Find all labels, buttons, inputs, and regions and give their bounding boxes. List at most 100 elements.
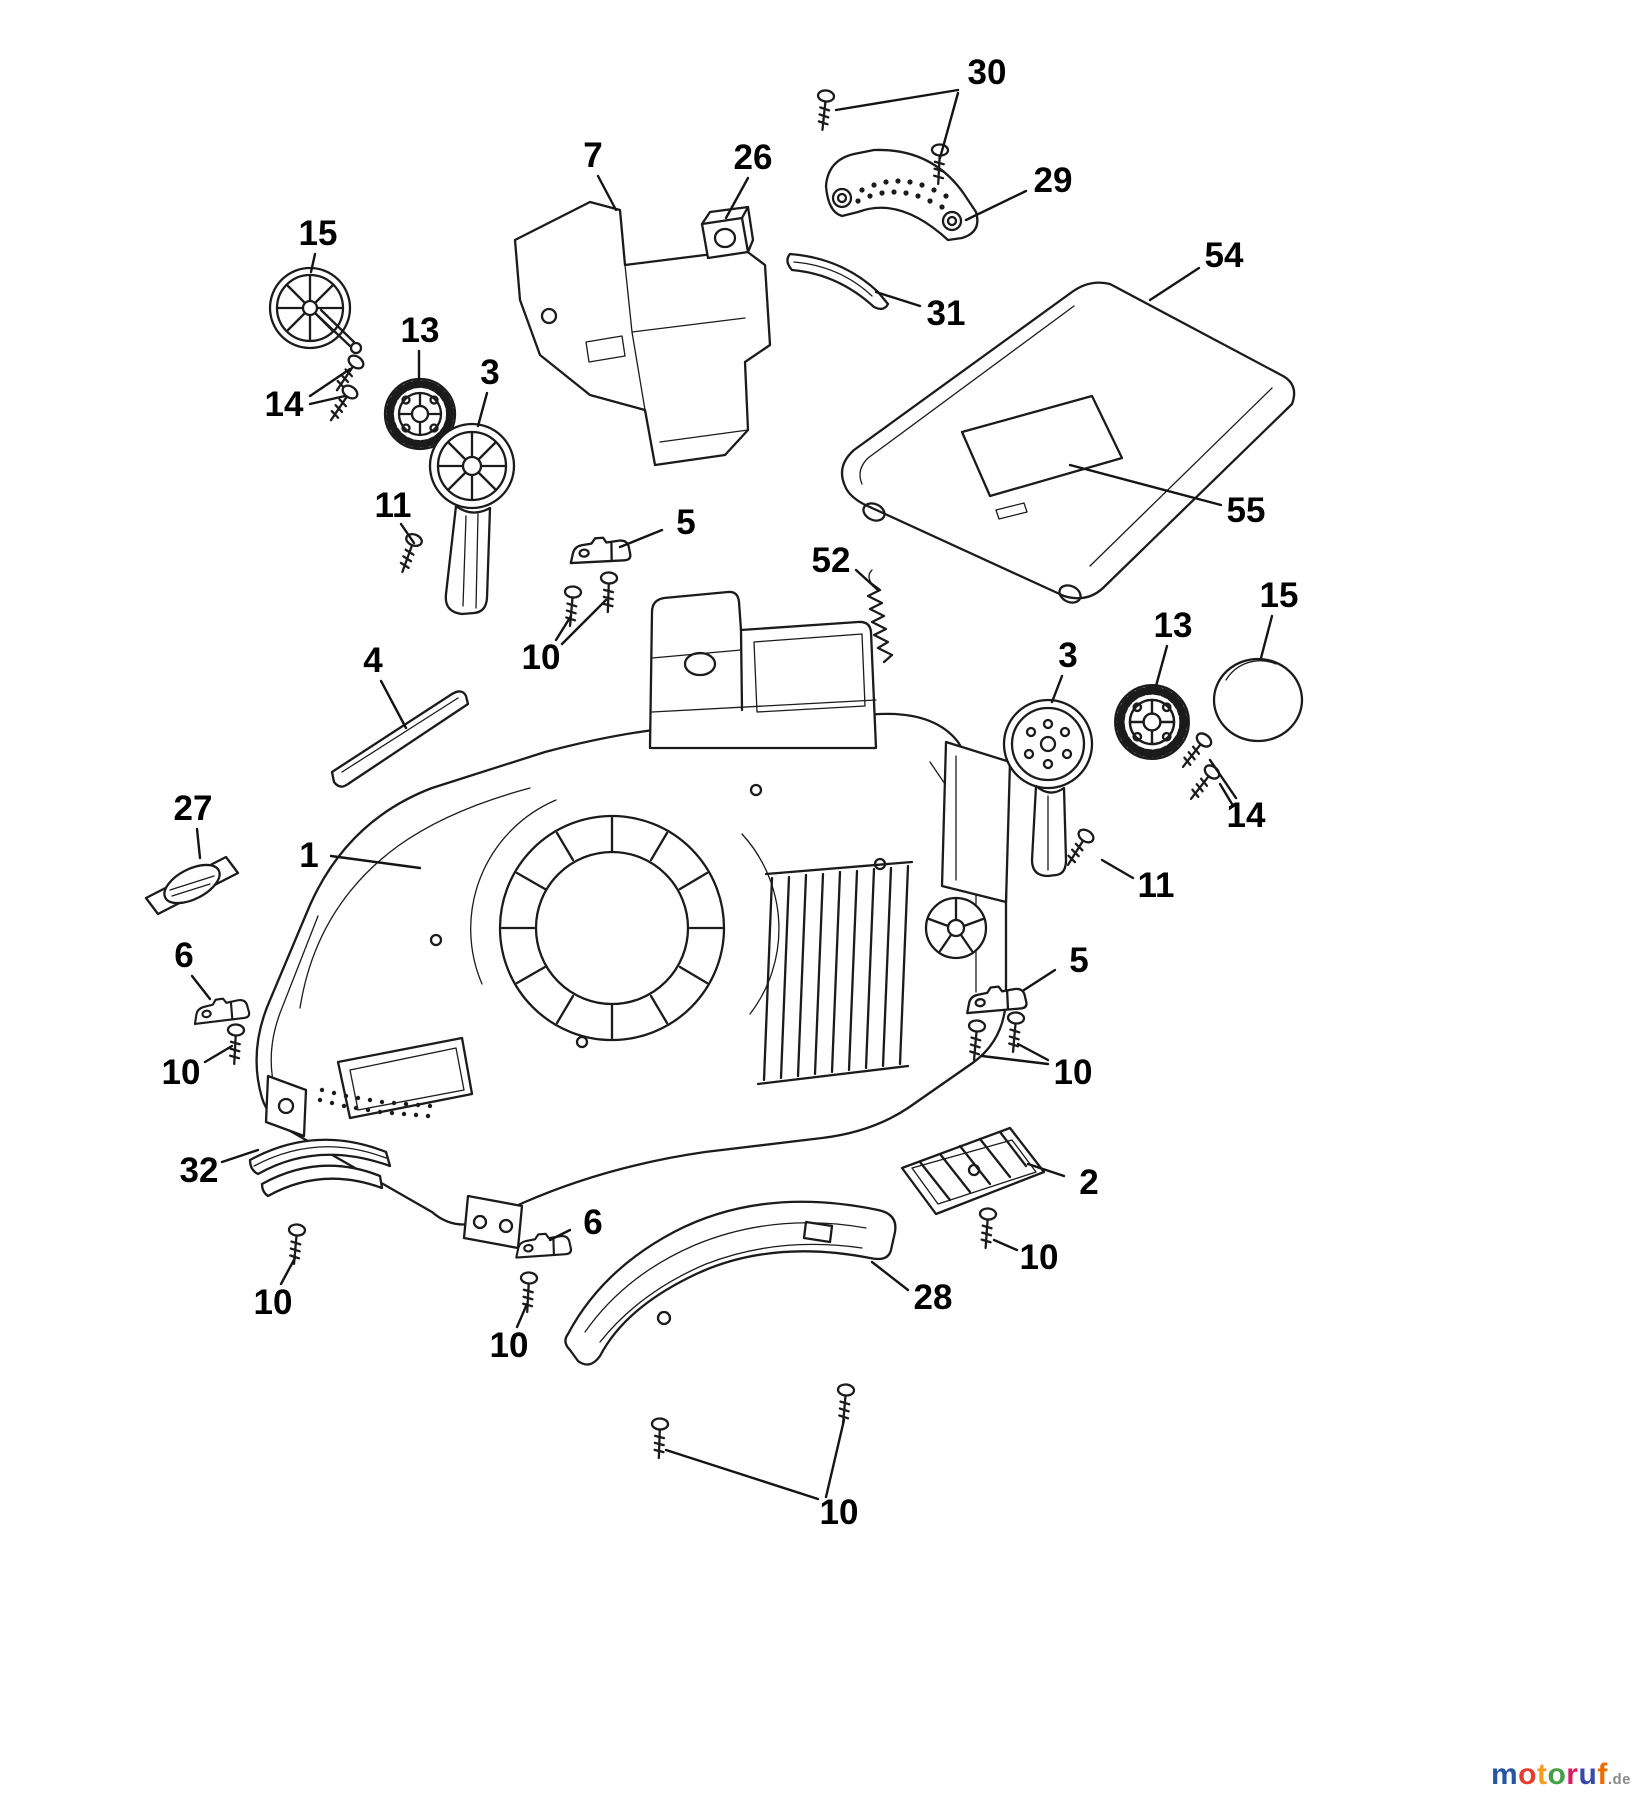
- part-31-strip-drawing: [786, 252, 890, 311]
- leader-line-10-bottom: [664, 1448, 820, 1501]
- part-27-badge-drawing: [144, 855, 240, 916]
- leader-line-31: [874, 290, 922, 308]
- part-callout-55: 55: [1226, 491, 1266, 530]
- leader-line-10-top: [554, 614, 573, 642]
- leader-line-14-right: [1208, 758, 1238, 800]
- leader-line-10-top: [560, 598, 608, 646]
- leader-line-55: [1068, 463, 1223, 507]
- part-7-cover-drawing: [513, 200, 772, 467]
- part-callout-26: 26: [733, 138, 773, 177]
- part-callout-31: 31: [926, 294, 966, 333]
- leader-line-26: [724, 176, 750, 220]
- part-callout-13-left: 13: [400, 311, 440, 350]
- leader-line-6-left: [190, 974, 212, 1001]
- part-callout-10-mid-left: 10: [161, 1053, 201, 1092]
- part-callout-5-top: 5: [676, 503, 696, 542]
- part-3-carrier-right-drawing: [1002, 698, 1094, 878]
- leader-line-4: [379, 679, 408, 730]
- part-callout-13-right: 13: [1153, 606, 1193, 645]
- part-callout-6-left: 6: [174, 936, 194, 975]
- part-11-screw-left-drawing: [393, 530, 425, 576]
- part-callout-11-right: 11: [1137, 866, 1175, 905]
- part-10-screw-bottom-b-drawing: [833, 1382, 856, 1426]
- part-32-grille-drawing: [248, 1138, 392, 1198]
- part-callout-14-left: 14: [264, 385, 304, 424]
- part-4-strip-drawing: [330, 690, 470, 788]
- leader-line-7: [596, 174, 618, 212]
- part-29-handle-drawing: [824, 148, 979, 242]
- part-callout-10-mid-right: 10: [1053, 1053, 1093, 1092]
- leader-line-10-mid-right: [1016, 1042, 1050, 1062]
- part-30-screw-a-drawing: [813, 88, 836, 132]
- leader-line-2: [1026, 1162, 1066, 1178]
- leader-line-3-right: [1050, 674, 1064, 704]
- leader-line-30: [834, 88, 960, 112]
- leader-line-10-bottom: [824, 1418, 846, 1499]
- part-callout-1: 1: [299, 836, 319, 875]
- leader-line-13-right: [1154, 644, 1169, 688]
- leader-line-14-left: [308, 394, 347, 406]
- part-callout-10-top: 10: [521, 638, 561, 677]
- part-callout-15-right: 15: [1259, 576, 1299, 615]
- leader-line-10-bottom-left: [279, 1256, 297, 1286]
- part-26-block-drawing: [700, 205, 755, 260]
- leader-line-6-bottom: [548, 1228, 572, 1242]
- part-10-screw-mid-left-drawing: [225, 1022, 246, 1066]
- part-callout-5-right: 5: [1069, 941, 1089, 980]
- part-3-carrier-left-drawing: [428, 422, 516, 616]
- part-callout-30: 30: [967, 53, 1007, 92]
- leader-line-14-left: [308, 367, 352, 398]
- leader-line-27: [195, 827, 202, 860]
- leader-line-10-mid-right: [980, 1054, 1050, 1066]
- leader-line-29: [964, 189, 1028, 222]
- watermark-letter: r: [1566, 1758, 1579, 1791]
- leader-line-32: [220, 1148, 260, 1164]
- part-callout-2: 2: [1079, 1163, 1099, 1202]
- part-callout-14-right: 14: [1226, 796, 1266, 835]
- watermark-letter: m: [1490, 1758, 1519, 1791]
- watermark-letter: o: [1518, 1758, 1537, 1791]
- watermark-letter: o: [1547, 1758, 1567, 1791]
- leader-line-10-mid-left: [203, 1044, 234, 1064]
- part-callout-29: 29: [1033, 161, 1073, 200]
- leader-line-15-left: [309, 252, 317, 274]
- leader-line-14-right: [1218, 782, 1234, 806]
- part-5-clip-top-drawing: [568, 534, 632, 566]
- leader-line-1: [329, 854, 422, 870]
- part-28-bumper-drawing: [564, 1200, 897, 1366]
- mower-deck-housing-drawing: [255, 590, 1012, 1250]
- part-6-clip-bottom-drawing: [513, 1230, 573, 1260]
- leader-line-10-right-lower: [992, 1238, 1019, 1252]
- watermark-word: motoruf: [1491, 1758, 1608, 1791]
- leader-line-11-left: [399, 522, 416, 545]
- part-callout-15-left: 15: [298, 214, 338, 253]
- part-callout-6-bottom: 6: [583, 1203, 603, 1242]
- part-callout-11-left: 11: [374, 486, 412, 525]
- leader-line-3-left: [476, 391, 489, 428]
- part-callout-10-bottom: 10: [819, 1493, 859, 1532]
- leader-line-28: [870, 1260, 910, 1292]
- part-callout-7: 7: [583, 136, 603, 175]
- part-14-screw-left-b-drawing: [323, 381, 361, 426]
- part-callout-3-left: 3: [480, 353, 500, 392]
- part-15-wheel-left-drawing: [268, 266, 363, 355]
- leader-line-10-bottom-mid: [515, 1302, 529, 1329]
- part-10-screw-top-b-drawing: [598, 571, 619, 614]
- watermark-letter: t: [1536, 1758, 1548, 1791]
- part-callout-54: 54: [1204, 236, 1244, 275]
- watermark-letter: u: [1578, 1758, 1598, 1791]
- part-callout-4: 4: [363, 641, 383, 680]
- part-callout-28: 28: [913, 1278, 953, 1317]
- leader-line-54: [1148, 266, 1201, 302]
- leader-line-52: [854, 568, 880, 592]
- leader-lines-group: [190, 88, 1274, 1501]
- leader-line-5-right: [1022, 968, 1057, 992]
- leader-line-15-right: [1259, 614, 1274, 660]
- part-callout-52: 52: [811, 541, 851, 580]
- leader-line-5-top: [618, 528, 664, 549]
- part-54-lid-drawing: [840, 281, 1296, 604]
- part-callout-10-right-lower: 10: [1019, 1238, 1059, 1277]
- leader-line-11-right: [1100, 858, 1135, 880]
- part-2-flap-drawing: [900, 1126, 1046, 1216]
